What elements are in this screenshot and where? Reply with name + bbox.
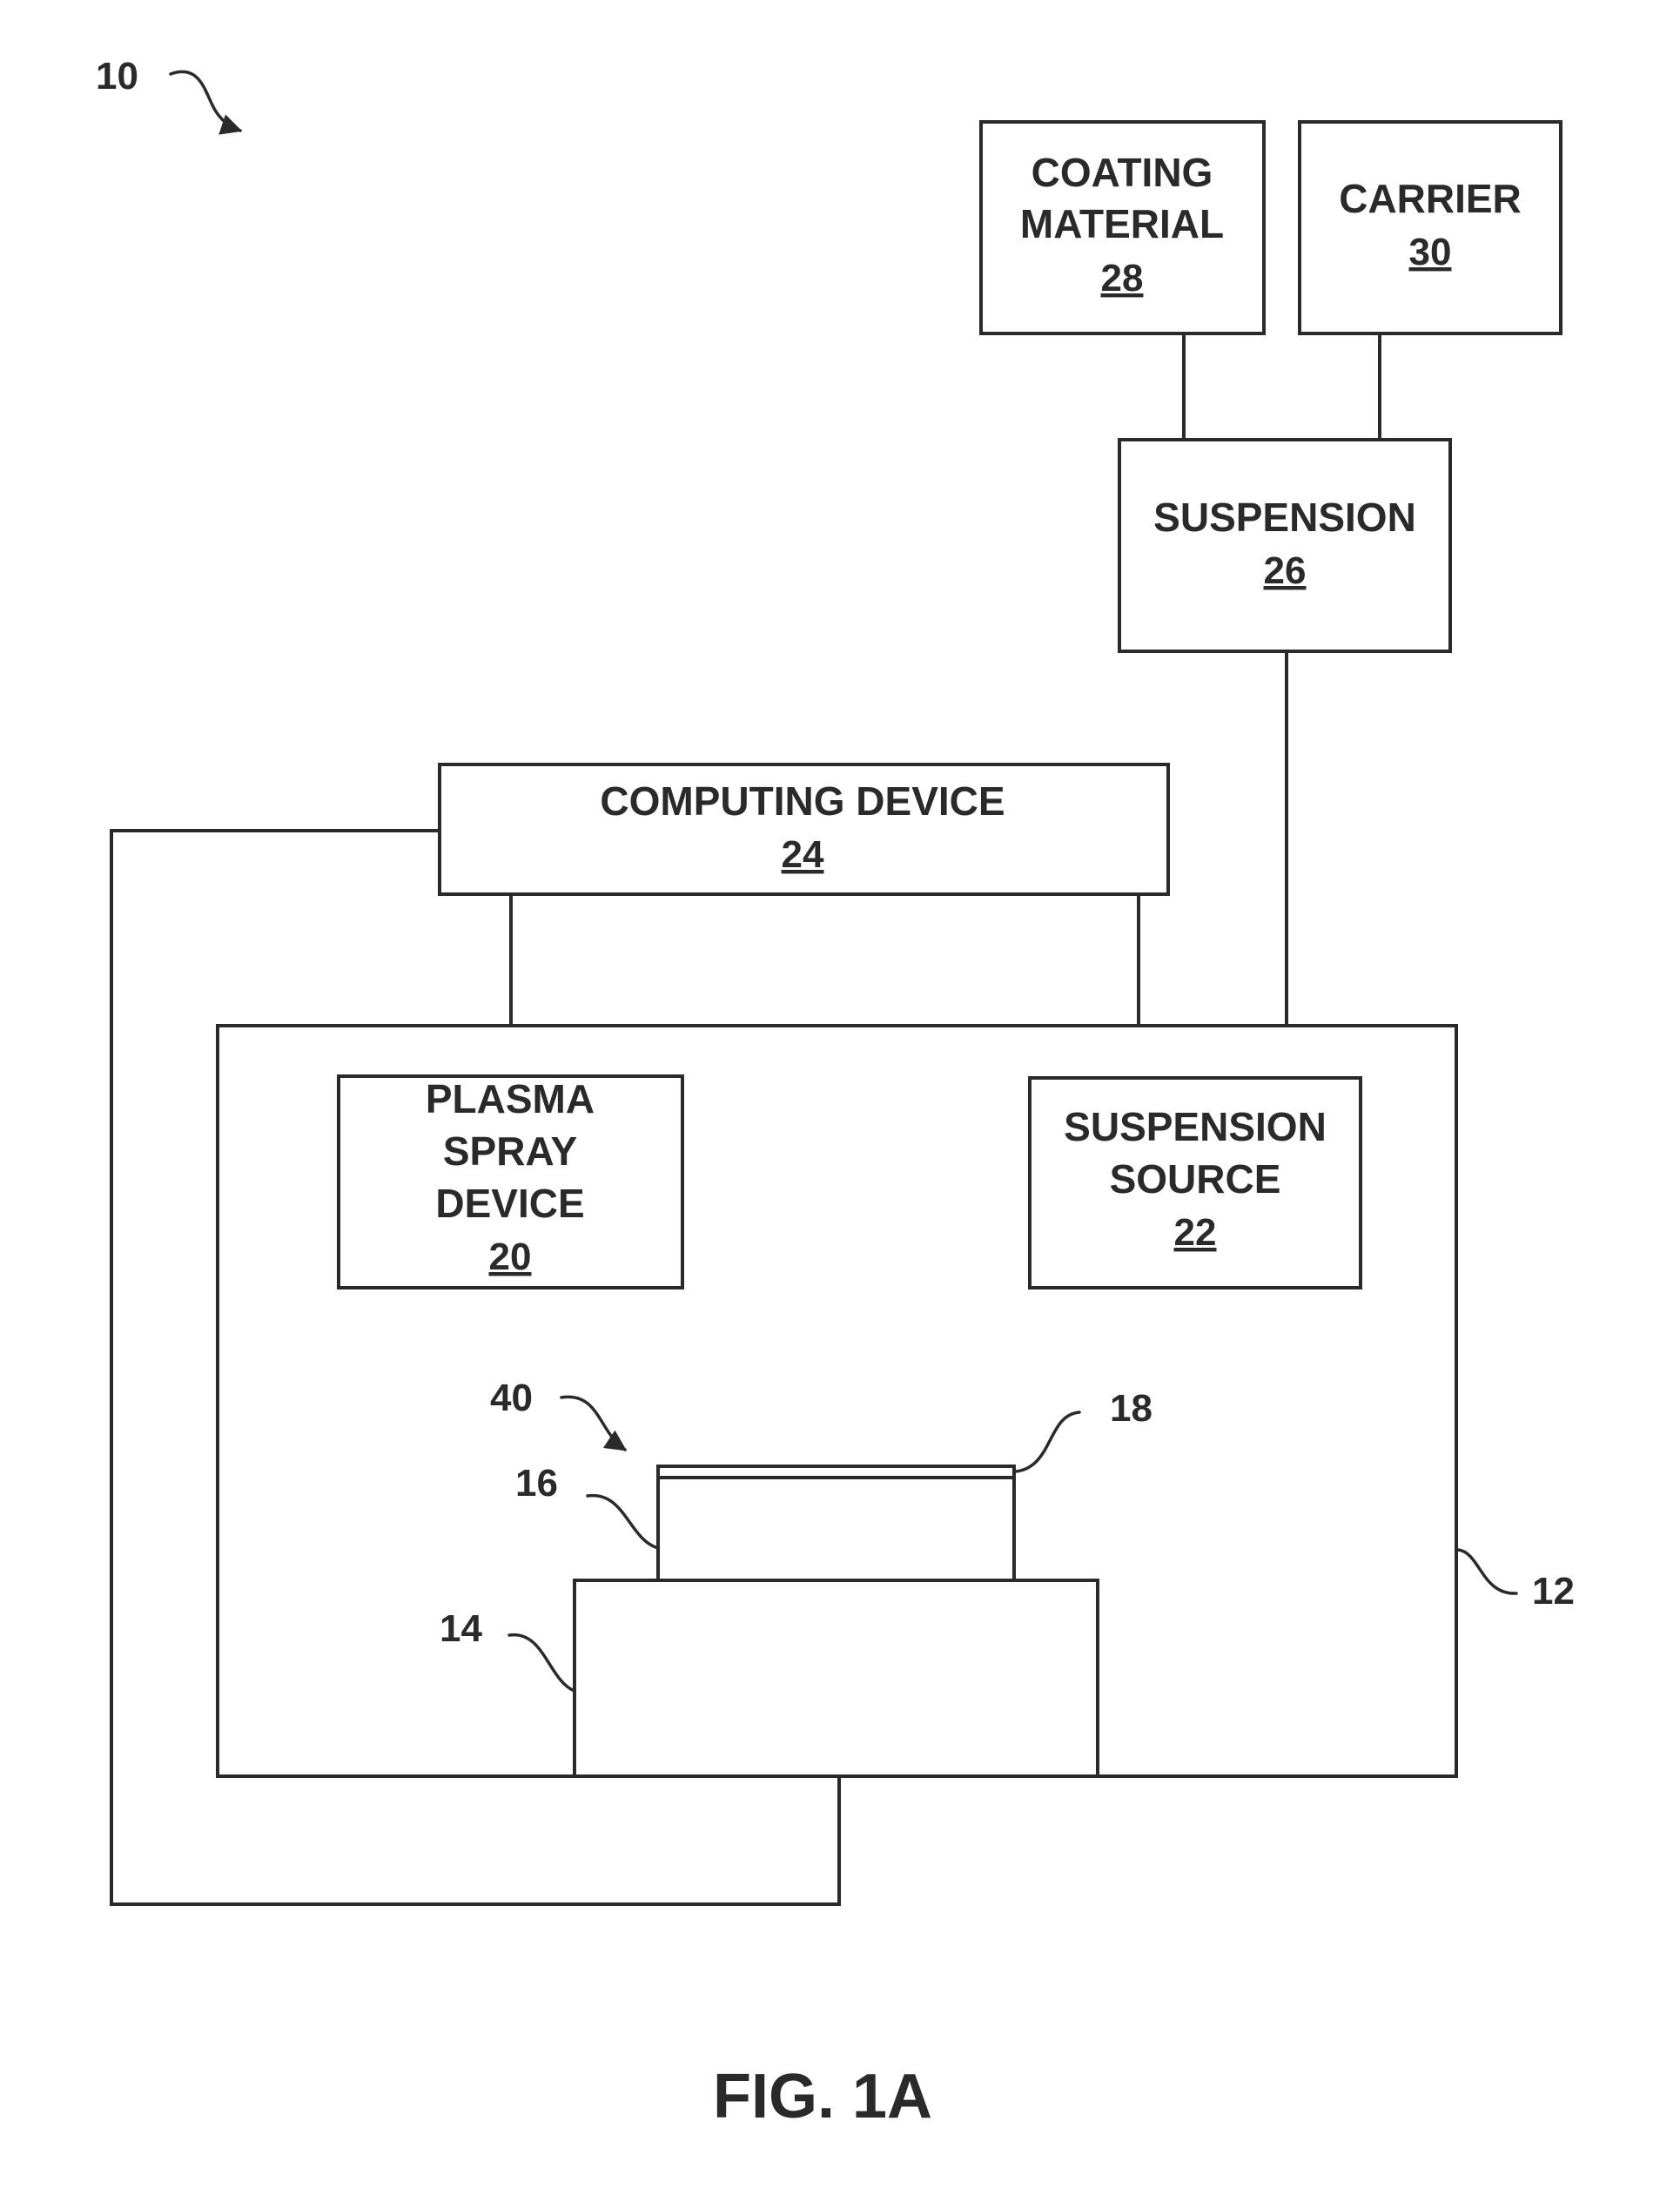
coating-material-box: COATING MATERIAL 28	[981, 122, 1264, 333]
computing-device-ref: 24	[782, 833, 824, 876]
figure-label: FIG. 1A	[713, 2062, 932, 2131]
suspension-source-label-line1: SUSPENSION	[1064, 1104, 1327, 1149]
system-ref-arrow	[171, 71, 240, 131]
suspension-label: SUSPENSION	[1153, 495, 1416, 540]
coating-material-ref: 28	[1101, 257, 1144, 300]
stage-callout: 14	[440, 1607, 482, 1650]
substrate-box	[658, 1478, 1014, 1580]
coating-layer-callout: 18	[1110, 1387, 1152, 1430]
system-ref-label: 10	[96, 55, 138, 98]
carrier-box: CARRIER 30	[1300, 122, 1561, 333]
suspension-source-box: SUSPENSION SOURCE 22	[1030, 1078, 1361, 1288]
plasma-spray-label-line3: DEVICE	[435, 1181, 584, 1226]
article-callout: 40	[490, 1377, 533, 1419]
plasma-spray-label-line1: PLASMA	[426, 1076, 595, 1121]
coating-material-label-line1: COATING	[1032, 150, 1213, 195]
carrier-ref: 30	[1409, 231, 1452, 273]
substrate-callout: 16	[515, 1462, 558, 1505]
computing-device-label: COMPUTING DEVICE	[600, 778, 1005, 824]
coating-material-label-line2: MATERIAL	[1020, 201, 1224, 246]
enclosure-callout: 12	[1532, 1570, 1575, 1613]
carrier-label: CARRIER	[1339, 176, 1522, 221]
plasma-spray-device-box: PLASMA SPRAY DEVICE 20	[339, 1076, 682, 1288]
suspension-ref: 26	[1264, 549, 1307, 592]
enclosure-leader	[1458, 1550, 1516, 1593]
suspension-source-label-line2: SOURCE	[1110, 1156, 1281, 1202]
stage-box	[575, 1580, 1098, 1776]
suspension-box: SUSPENSION 26	[1119, 440, 1450, 651]
suspension-source-ref: 22	[1174, 1211, 1217, 1254]
plasma-spray-label-line2: SPRAY	[443, 1128, 577, 1174]
plasma-spray-ref: 20	[489, 1236, 532, 1278]
coating-layer	[658, 1466, 1014, 1478]
computing-device-box: COMPUTING DEVICE 24	[440, 764, 1168, 894]
